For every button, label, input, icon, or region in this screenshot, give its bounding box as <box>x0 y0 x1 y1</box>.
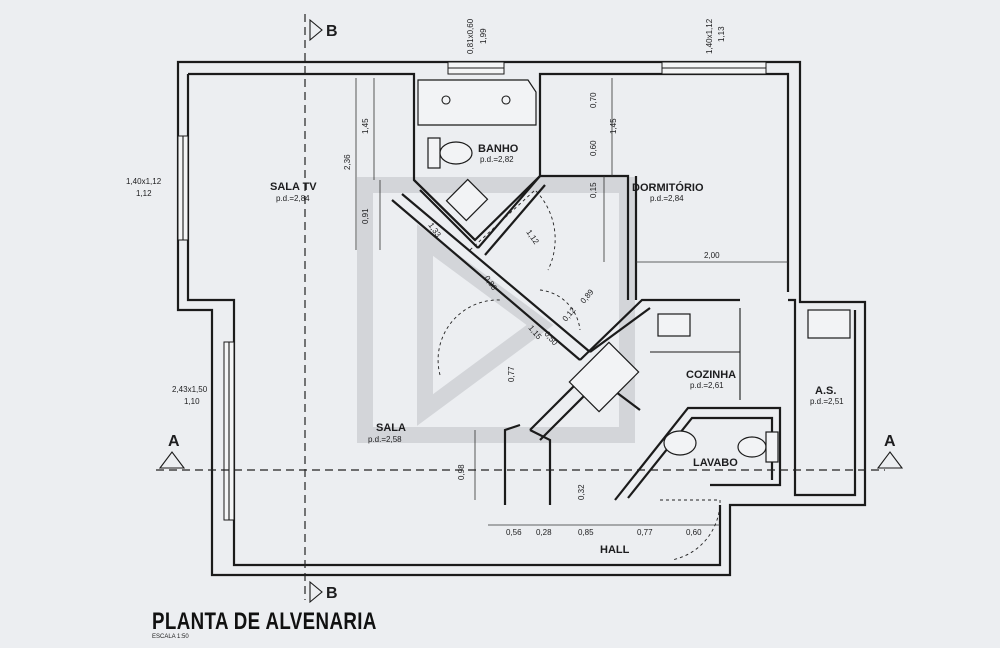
dim-0-15: 0,15 <box>589 182 598 198</box>
dim-0-77-bottom: 0,77 <box>637 528 653 537</box>
dim-0-28: 0,28 <box>536 528 552 537</box>
cut-b-bottom-arrow-icon <box>309 580 323 604</box>
window-dormitorio <box>661 61 767 75</box>
window-sala-tv <box>177 135 189 241</box>
room-as-pd: p.d.=2,51 <box>810 397 844 406</box>
dim-0-70: 0,70 <box>589 92 598 108</box>
cut-b-top-arrow-icon <box>309 18 323 42</box>
kitchen-sink-icon <box>657 313 691 337</box>
window-banho <box>447 61 505 75</box>
section-cut-a: A A <box>156 433 904 471</box>
room-cozinha-pd: p.d.=2,61 <box>690 381 724 390</box>
stove-icon <box>568 341 640 413</box>
window-dormitorio-size: 1,40x1,12 <box>705 18 714 54</box>
window-banho-size: 0,81x0,60 <box>466 18 475 54</box>
window-dormitorio-sill: 1,13 <box>717 26 726 42</box>
toilet-tank-icon <box>427 137 441 169</box>
room-lavabo-label: LAVABO <box>693 457 738 469</box>
room-sala-tv-label: SALA TV <box>270 181 317 193</box>
section-cut-b: B B <box>304 14 338 604</box>
window-sala-tv-size: 1,40x1,12 <box>126 177 162 186</box>
window-sala-sill: 1,10 <box>184 397 200 406</box>
cut-a-right-label: A <box>884 433 896 450</box>
room-dormitorio-label: DORMITÓRIO <box>632 181 704 194</box>
watermark-logo <box>357 177 635 443</box>
drawing-scale: ESCALA 1:50 <box>152 634 189 640</box>
drawing-title: PLANTA DE ALVENARIA <box>152 608 377 635</box>
dimension-lines <box>355 78 788 526</box>
dim-2-00: 2,00 <box>704 251 720 260</box>
room-hall-label: HALL <box>600 544 630 556</box>
dim-0-85: 0,85 <box>578 528 594 537</box>
window-banho-sill: 1,99 <box>479 28 488 44</box>
dim-1-45-left: 1,45 <box>361 118 370 134</box>
cut-b-bottom-label: B <box>326 585 338 602</box>
window-sala-tv-sill: 1,12 <box>136 189 152 198</box>
toilet-icon <box>439 141 473 165</box>
room-banho-label: BANHO <box>478 143 519 155</box>
shower-drain-icon <box>501 95 511 105</box>
dim-0-56: 0,56 <box>506 528 522 537</box>
window-sala-size: 2,43x1,50 <box>172 385 208 394</box>
dim-1-45-right: 1,45 <box>609 118 618 134</box>
room-dormitorio-pd: p.d.=2,84 <box>650 194 684 203</box>
room-cozinha-label: COZINHA <box>686 369 736 381</box>
dim-1-12: 1,12 <box>524 228 541 246</box>
sink-icon <box>445 178 489 222</box>
lavabo-sink-icon <box>663 430 697 456</box>
laundry-sink-icon <box>807 309 851 339</box>
room-sala-pd: p.d.=2,58 <box>368 435 402 444</box>
dim-0-98: 0,98 <box>457 464 466 480</box>
window-sala <box>223 341 235 521</box>
cut-b-top-label: B <box>326 23 338 40</box>
room-as-label: A.S. <box>815 385 836 397</box>
room-banho-pd: p.d.=2,82 <box>480 155 514 164</box>
interior-walls <box>391 174 857 505</box>
dim-0-77-vertical: 0,77 <box>507 366 516 382</box>
dim-0-60-hall: 0,60 <box>686 528 702 537</box>
dim-0-89: 0,89 <box>579 287 596 305</box>
room-sala-label: SALA <box>376 422 406 434</box>
door-swings <box>437 189 721 561</box>
dim-0-91: 0,91 <box>361 208 370 224</box>
shower-drain-icon <box>441 95 451 105</box>
bathroom-fixtures <box>417 79 851 463</box>
room-sala-tv-pd: p.d.=2,84 <box>276 194 310 203</box>
cut-a-right-arrow-icon <box>876 451 904 469</box>
dim-2-36: 2,36 <box>343 154 352 170</box>
cut-a-left-arrow-icon <box>158 451 186 469</box>
lavabo-tank-icon <box>765 431 779 463</box>
dim-0-50: 0,50 <box>542 330 559 348</box>
lavabo-toilet-icon <box>737 436 767 458</box>
dim-0-60-dorm: 0,60 <box>589 140 598 156</box>
cut-a-left-label: A <box>168 433 180 450</box>
dim-0-32: 0,32 <box>577 484 586 500</box>
